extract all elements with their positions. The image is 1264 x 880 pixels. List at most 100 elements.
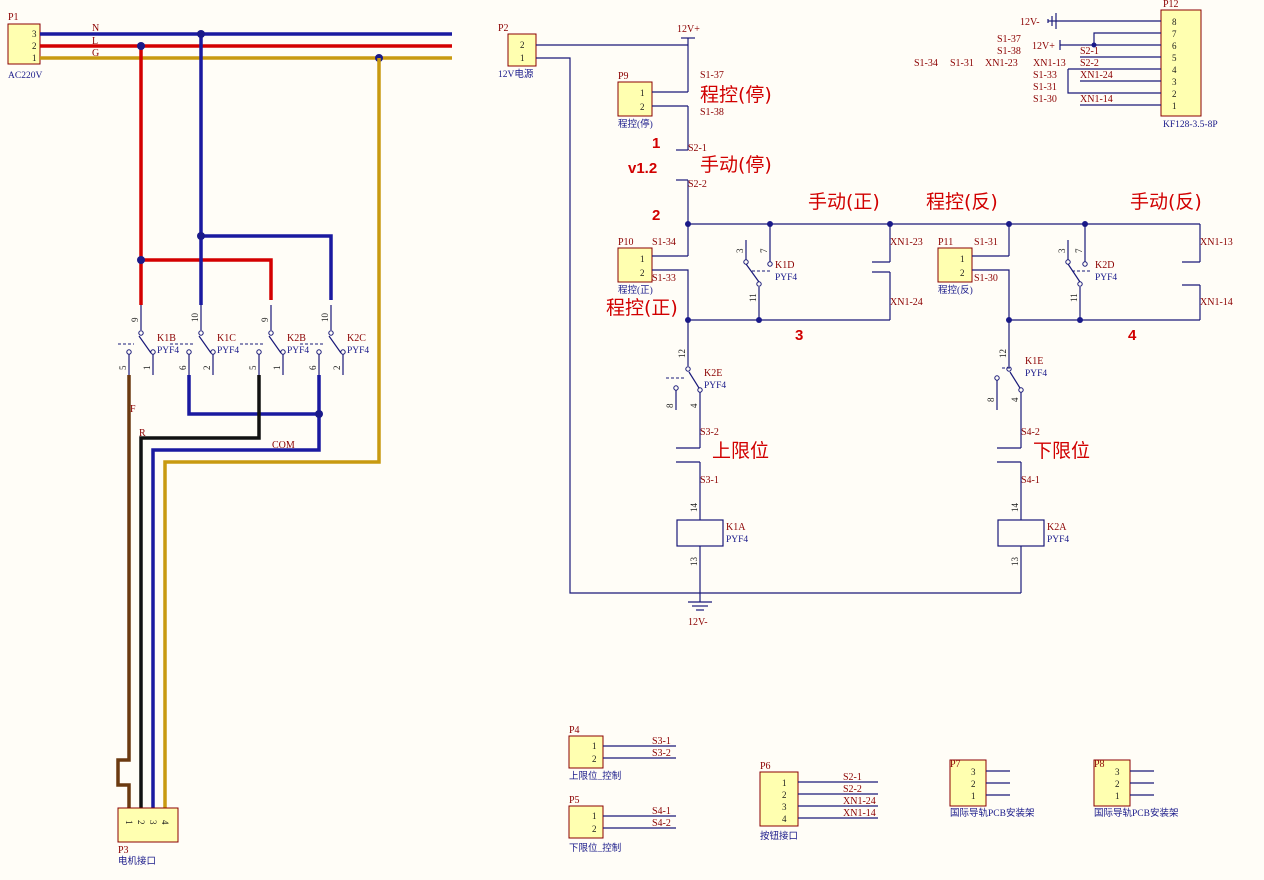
p7-name: 国际导轨PCB安装架	[950, 807, 1035, 819]
p3-pin-2: 2	[136, 820, 146, 825]
p5-pin-2: 2	[592, 824, 597, 834]
k1a-coil[interactable]	[676, 519, 724, 547]
k2e-pin-8: 8	[665, 403, 675, 408]
com-link-wire	[187, 375, 319, 416]
p10-connector[interactable]	[617, 247, 653, 283]
k1c-type: PYF4	[217, 346, 239, 356]
manual-stop-annotation: 手动(停)	[700, 154, 772, 176]
p2-connector[interactable]	[507, 33, 537, 67]
p7-pin-3: 3	[971, 767, 976, 777]
p10-name: 程控(正)	[618, 284, 653, 296]
k1d-pin-3: 3	[735, 248, 745, 253]
p11-connector[interactable]	[937, 247, 973, 283]
k2b-pin-1: 1	[272, 366, 282, 371]
k2c-type: PYF4	[347, 346, 369, 356]
manual-fwd-switch[interactable]	[872, 224, 891, 320]
k1d-name: K1D	[775, 260, 794, 271]
p12-ground-symbol	[1047, 13, 1057, 29]
p3-designator: P3	[118, 845, 129, 856]
p4-designator: P4	[569, 725, 580, 736]
k1c-contact[interactable]: K1C PYF4 10 6 2	[170, 305, 239, 375]
k1e-name: K1E	[1025, 356, 1043, 367]
k2d-pin-7: 7	[1074, 248, 1084, 253]
p5-name: 下限位_控制	[569, 842, 621, 854]
p6-name: 按钮接口	[760, 830, 798, 842]
p12-left-s131b: S1-31	[1033, 82, 1057, 93]
k2e-contact[interactable]: K2E PYF4 12 8 4	[665, 349, 726, 410]
k2e-name: K2E	[704, 368, 722, 379]
k2c-contact[interactable]: K2C PYF4 10 6 2	[300, 305, 369, 375]
p12-vplus-label: 12V+	[1032, 41, 1055, 52]
p8-pin-1: 1	[1115, 791, 1120, 801]
junction-dot	[315, 410, 323, 418]
k1c-pin-2: 2	[202, 366, 212, 371]
p10-pin2-wire	[652, 269, 689, 320]
k1e-type: PYF4	[1025, 369, 1047, 379]
p1-pin-2: 2	[32, 41, 37, 51]
manual-fwd-annotation: 手动(正)	[808, 191, 880, 213]
p9-connector[interactable]	[617, 81, 653, 117]
p9-net2: S1-38	[700, 107, 724, 118]
bottom-connectors: P4 1 2 S3-1 S3-2 上限位_控制 P5 1 2 S4-1 S4-2…	[568, 725, 1179, 854]
ac-section: P1 AC220V 3 2 1 N L G	[7, 12, 452, 867]
p3-pin-3: 3	[148, 820, 158, 825]
p6-pin-3: 3	[782, 802, 787, 812]
k2b-contact[interactable]: K2B PYF4 9 5 1	[240, 305, 309, 375]
p8-pin-3: 3	[1115, 767, 1120, 777]
k1e-pin-8: 8	[986, 397, 996, 402]
k1e-contact[interactable]: K1E PYF4 12 8 4	[986, 349, 1047, 410]
p8-pin-2: 2	[1115, 779, 1120, 789]
k2b-type: PYF4	[287, 346, 309, 356]
p8-name: 国际导轨PCB安装架	[1094, 807, 1179, 819]
junction-dot	[137, 256, 145, 264]
upper-limit-annotation: 上限位	[712, 440, 769, 462]
k2c-pin-10: 10	[320, 313, 330, 323]
p6-net-2: S2-2	[843, 784, 862, 795]
s42-label: S4-2	[1021, 427, 1040, 438]
p6-designator: P6	[760, 761, 771, 772]
p12-left-xn123: XN1-23	[985, 58, 1018, 69]
p10-designator: P10	[618, 237, 634, 248]
p12-pin-7: 7	[1172, 29, 1177, 39]
k1a-pin-14: 14	[689, 503, 699, 513]
p4-connector[interactable]	[568, 735, 604, 769]
p10-pin-2: 2	[640, 268, 645, 278]
k1b-type: PYF4	[157, 346, 179, 356]
p11-name: 程控(反)	[938, 284, 973, 296]
p6-connector[interactable]	[759, 771, 799, 827]
s32-label: S3-2	[700, 427, 719, 438]
p6-pin-1: 1	[782, 778, 787, 788]
n-line-label: N	[92, 23, 99, 34]
p12-left-s130: S1-30	[1033, 94, 1057, 105]
k1d-pin-7: 7	[759, 248, 769, 253]
node-number-3: 3	[795, 327, 803, 344]
p5-connector[interactable]	[568, 805, 604, 839]
p4-pin-1: 1	[592, 741, 597, 751]
junction-dot	[197, 232, 205, 240]
p12-pin-8: 8	[1172, 17, 1177, 27]
r-wire-label: R	[139, 428, 146, 439]
k1c-name: K1C	[217, 333, 236, 344]
p8-connector[interactable]	[1093, 759, 1131, 807]
p12-left-s137: S1-37	[997, 34, 1021, 45]
p1-connector[interactable]	[7, 23, 41, 65]
p4-net-2: S3-2	[652, 748, 671, 759]
manual-rev-switch[interactable]	[1182, 224, 1201, 320]
p3-connector[interactable]	[117, 807, 179, 843]
p10-net2: S1-33	[652, 273, 676, 284]
lower-limit-switch[interactable]	[997, 447, 1021, 463]
k1b-contact[interactable]: K1B PYF4 9 5 1	[118, 305, 179, 375]
p5-pin-1: 1	[592, 811, 597, 821]
ground-symbol	[688, 593, 712, 611]
p12-net-xn124: XN1-24	[1080, 70, 1113, 81]
p12-connector[interactable]	[1160, 9, 1202, 117]
p12-designator: P12	[1163, 0, 1179, 10]
dc-section: P2 2 1 12V电源 12V+ 12V- P9 1 2 程控(停) S1-3…	[498, 23, 1233, 628]
k2d-contact[interactable]: K2D PYF4 3 7 11	[1057, 224, 1117, 320]
upper-limit-switch[interactable]	[676, 447, 700, 463]
manual-stop-switch[interactable]	[676, 140, 689, 190]
p3-name: 电机接口	[118, 855, 156, 867]
k1d-contact[interactable]: K1D PYF4 3 7 11	[735, 224, 797, 320]
k2a-coil[interactable]	[997, 519, 1045, 547]
